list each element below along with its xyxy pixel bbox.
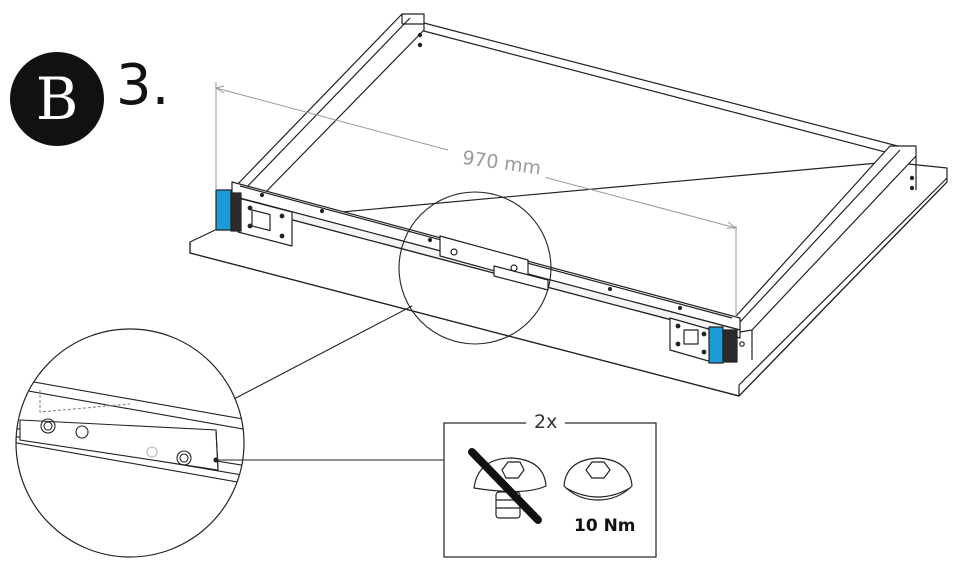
left-corner-bracket — [215, 189, 293, 247]
step-number: 3. — [116, 53, 170, 118]
flat-head-screw-icon — [563, 457, 633, 501]
magnifier-leader — [231, 191, 552, 401]
dimension-lines — [214, 82, 738, 318]
right-blue-leg-cap — [708, 326, 724, 364]
front-frame-rail — [231, 181, 741, 339]
back-frame-beam — [419, 21, 914, 155]
left-dark-block — [230, 192, 242, 232]
torque-label: 10 Nm — [574, 516, 636, 536]
left-blue-leg-cap — [215, 189, 232, 231]
step-letter-badge: B — [10, 52, 104, 146]
right-corner-bracket — [669, 317, 745, 364]
wrong-screw-crossed-icon — [468, 448, 547, 524]
quantity-label: 2x — [526, 411, 566, 433]
zoom-source-circle — [398, 191, 552, 345]
zoom-detail-circle — [15, 328, 245, 558]
right-dark-block — [722, 329, 738, 363]
step-letter: B — [35, 65, 79, 133]
hardware-leader — [213, 457, 444, 463]
right-side-beam — [727, 145, 917, 360]
